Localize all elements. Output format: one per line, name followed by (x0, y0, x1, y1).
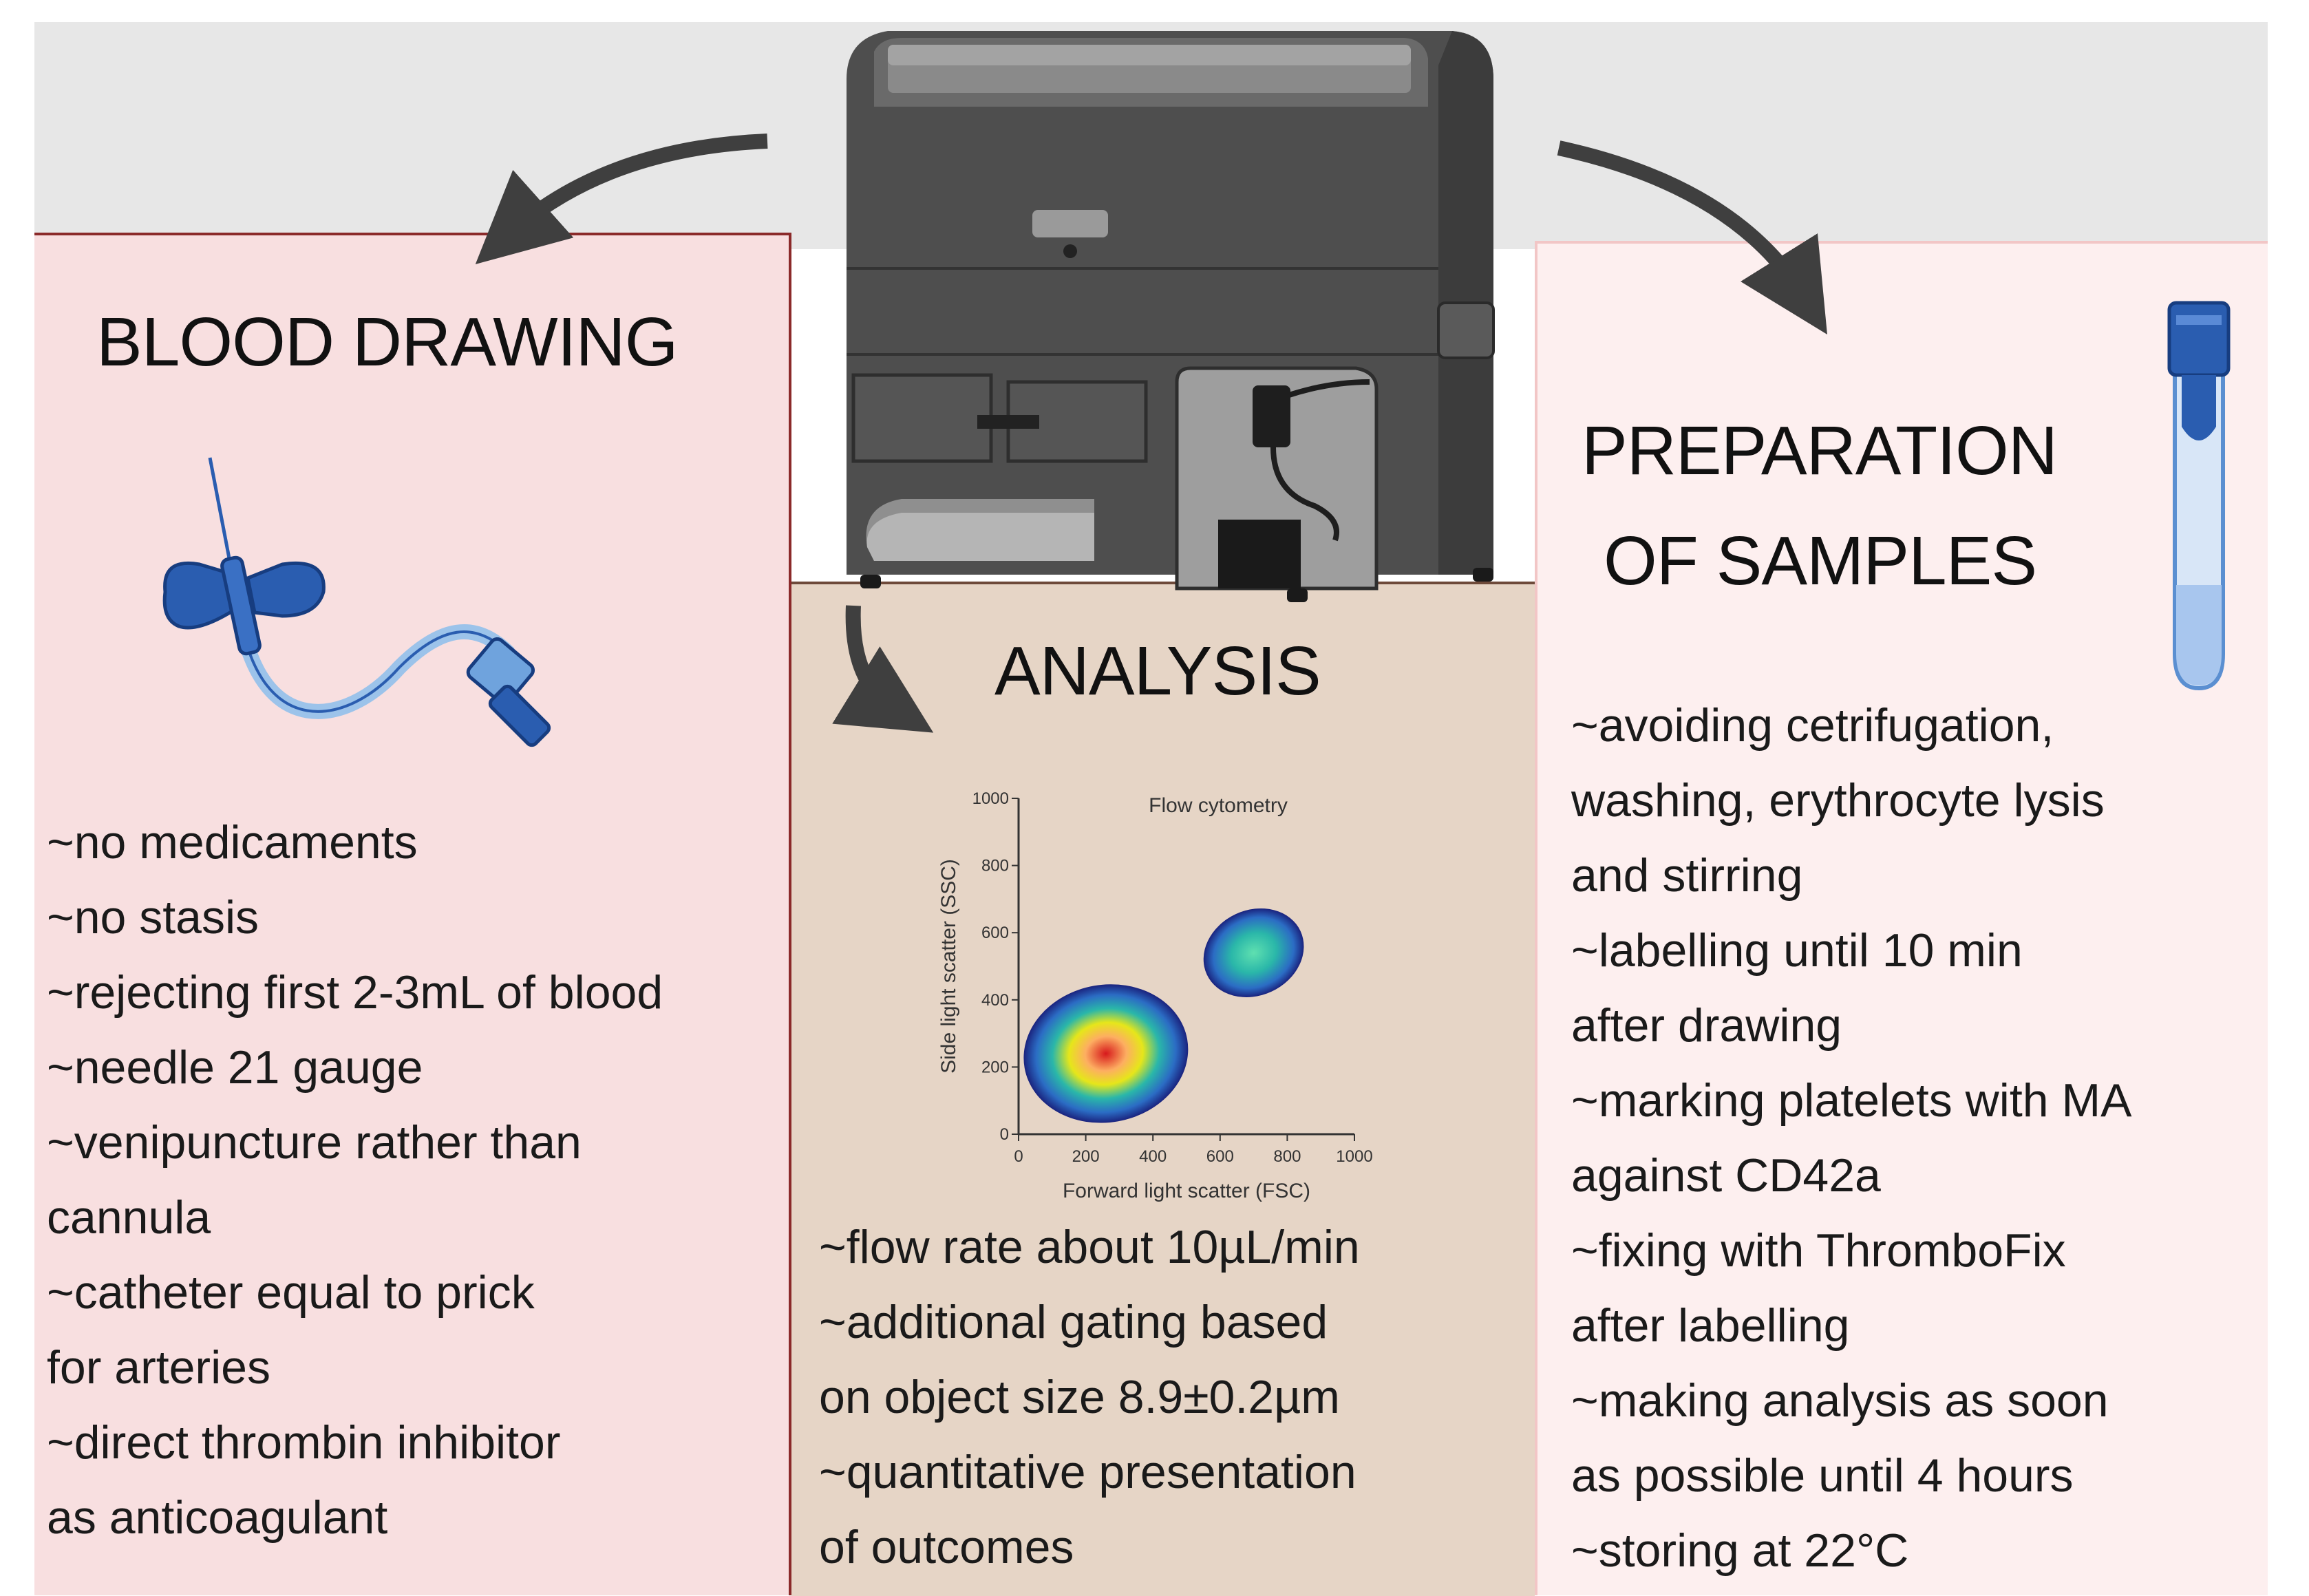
list-item: ~avoiding cetrifugation, (1571, 699, 2054, 752)
list-item: as anticoagulant (47, 1491, 388, 1544)
x-tick-label: 200 (1072, 1147, 1100, 1166)
preparation-panel (1535, 241, 2268, 1595)
blood-drawing-panel (34, 233, 791, 1595)
ticks-layer: 0 200 400 600 800 1000 0 200 400 600 800 1000 (972, 789, 1373, 1166)
preparation-title-line1: PREPARATION (1582, 412, 2058, 489)
butterfly-needle-icon (162, 457, 551, 747)
populations-layer (1023, 908, 1304, 1123)
blood-drawing-list: ~no medicaments ~no stasis ~rejecting firs… (47, 805, 663, 1555)
cell-population (1203, 908, 1304, 997)
list-item: for arteries (47, 1341, 270, 1394)
y-tick-label: 400 (981, 991, 1009, 1010)
list-item: on object size 8.9±0.2µm (819, 1371, 1340, 1423)
list-item: ~no stasis (47, 891, 259, 944)
list-item: washing, erythrocyte lysis (1571, 774, 2105, 827)
list-item: ~rejecting first 2-3mL of blood (47, 966, 663, 1019)
list-item: of outcomes (819, 1521, 1074, 1573)
list-item: ~flow rate about 10µL/min (819, 1221, 1360, 1273)
list-item: against CD42a (1571, 1149, 1881, 1202)
flow-cytometry-chart: Flow cytometry 0 200 400 600 800 1000 0 200 400 6… (937, 789, 1373, 1202)
list-item: ~direct thrombin inhibitor (47, 1416, 561, 1469)
chart-title: Flow cytometry (1149, 794, 1288, 817)
list-item: ~fixing with ThromboFix (1571, 1224, 2066, 1277)
x-tick-label: 1000 (1336, 1147, 1372, 1166)
list-item: ~needle 21 gauge (47, 1041, 423, 1094)
list-item: ~marking platelets with MA (1571, 1074, 2132, 1127)
list-item: ~catheter equal to prick (47, 1266, 535, 1319)
list-item: ~additional gating based (819, 1296, 1328, 1348)
x-tick-label: 800 (1273, 1147, 1301, 1166)
y-axis-label: Side light scatter (SSC) (937, 859, 960, 1074)
list-item: ~labelling until 10 min (1571, 924, 2023, 977)
blood-drawing-title: BLOOD DRAWING (96, 304, 678, 381)
x-tick-label: 600 (1206, 1147, 1234, 1166)
arrow-to-blood-drawing (475, 134, 768, 264)
y-tick-label: 1000 (972, 789, 1009, 808)
y-tick-label: 800 (981, 857, 1009, 875)
preparation-title-line2: OF SAMPLES (1604, 522, 2037, 599)
x-tick-label: 400 (1139, 1147, 1167, 1166)
list-item: after labelling (1571, 1299, 1850, 1352)
x-tick-label: 0 (1014, 1147, 1023, 1166)
list-item: cannula (47, 1191, 211, 1244)
list-item: ~venipuncture rather than (47, 1116, 582, 1169)
y-tick-label: 200 (981, 1058, 1009, 1076)
test-tube-icon (2167, 301, 2231, 691)
list-item: and stirring (1571, 849, 1803, 902)
list-item: after drawing (1571, 999, 1842, 1052)
list-item: ~making analysis as soon (1571, 1374, 2109, 1427)
list-item: ~no medicaments (47, 816, 418, 869)
arrow-to-analysis (832, 605, 934, 733)
arrow-to-preparation (1557, 140, 1828, 334)
list-item: ~quantitative presentation (819, 1446, 1356, 1498)
y-tick-label: 600 (981, 924, 1009, 942)
analysis-title: ANALYSIS (994, 632, 1321, 710)
flow-cytometer-icon (847, 31, 1495, 602)
list-item: as possible until 4 hours (1571, 1449, 2074, 1502)
preparation-list: ~avoiding cetrifugation, washing, erythro… (1571, 688, 2131, 1588)
analysis-list: ~flow rate about 10µL/min ~additional gat… (819, 1210, 1360, 1585)
cell-population (1023, 984, 1189, 1123)
x-axis-label: Forward light scatter (FSC) (1063, 1180, 1310, 1202)
list-item: ~storing at 22°C (1571, 1524, 1909, 1577)
y-tick-label: 0 (1000, 1125, 1009, 1144)
